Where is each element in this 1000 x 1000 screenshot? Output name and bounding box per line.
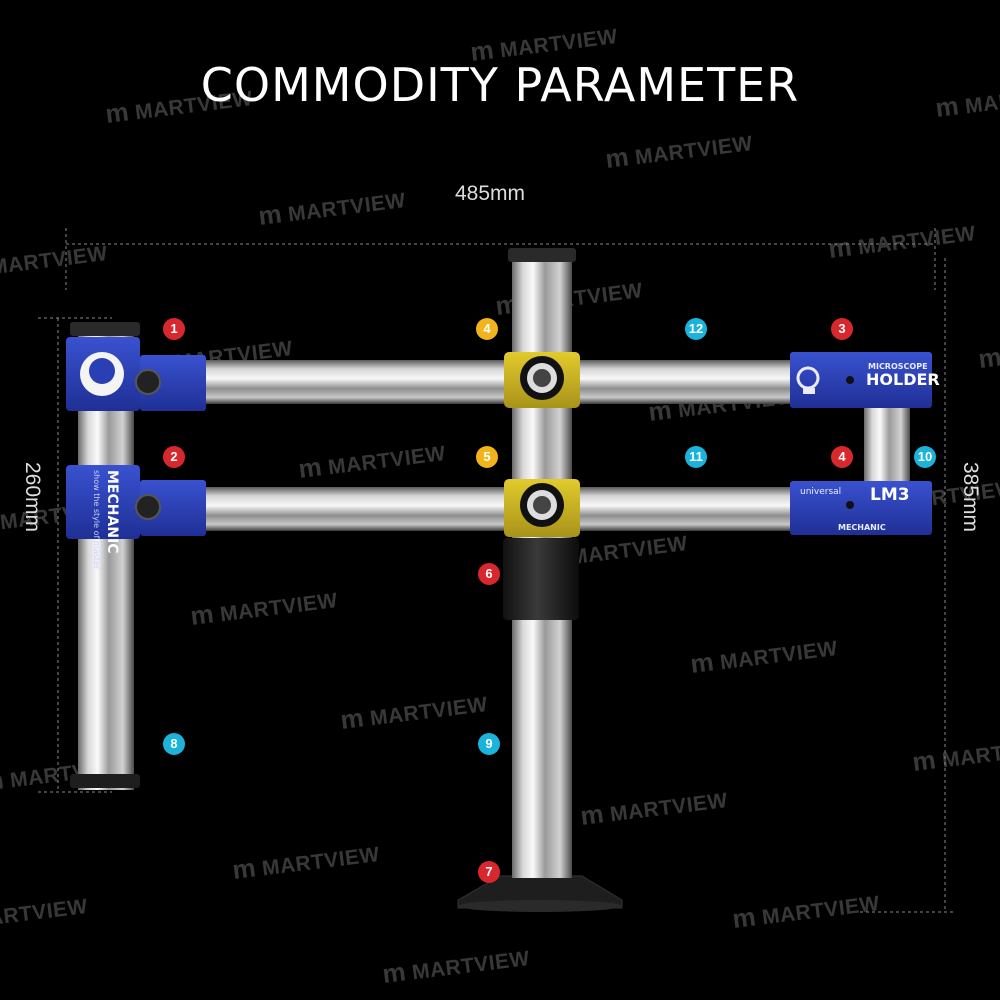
lm3-small-text: universal bbox=[800, 487, 841, 497]
left-lower-blue-clamp bbox=[66, 465, 206, 539]
base-plate bbox=[457, 875, 623, 912]
left-block-brand: MECHANIC bbox=[104, 470, 120, 554]
callout-10: 10 bbox=[914, 446, 936, 468]
callout-9: 9 bbox=[478, 733, 500, 755]
right-short-pole bbox=[864, 404, 910, 486]
callout-1: 1 bbox=[163, 318, 185, 340]
holder-big-text: HOLDER bbox=[866, 370, 940, 389]
width-dimension-label: 485mm bbox=[455, 182, 526, 205]
upper-arm bbox=[200, 360, 800, 404]
callout-5: 5 bbox=[476, 446, 498, 468]
lm3-block bbox=[790, 481, 932, 535]
callout-8: 8 bbox=[163, 733, 185, 755]
holder-small-text: MICROSCOPE bbox=[868, 362, 928, 371]
left-upper-blue-clamp bbox=[66, 337, 206, 411]
callout-3: 3 bbox=[831, 318, 853, 340]
center-pole-cap bbox=[508, 248, 576, 262]
microscope-holder-block bbox=[790, 352, 932, 408]
lower-arm bbox=[200, 487, 800, 531]
callout-12: 12 bbox=[685, 318, 707, 340]
callout-11: 11 bbox=[685, 446, 707, 468]
locking-collar bbox=[503, 538, 579, 620]
callout-6: 6 bbox=[478, 563, 500, 585]
callout-4-right: 4 bbox=[831, 446, 853, 468]
upper-yellow-clamp bbox=[504, 352, 580, 408]
page-title: COMMODITY PARAMETER bbox=[200, 58, 800, 112]
lm3-big-text: LM3 bbox=[870, 485, 910, 505]
callout-2: 2 bbox=[163, 446, 185, 468]
lower-yellow-clamp bbox=[504, 479, 580, 537]
callout-7: 7 bbox=[478, 861, 500, 883]
left-block-sub: show the style of master bbox=[92, 470, 101, 570]
callout-4: 4 bbox=[476, 318, 498, 340]
lm3-brand-text: MECHANIC bbox=[838, 523, 886, 532]
